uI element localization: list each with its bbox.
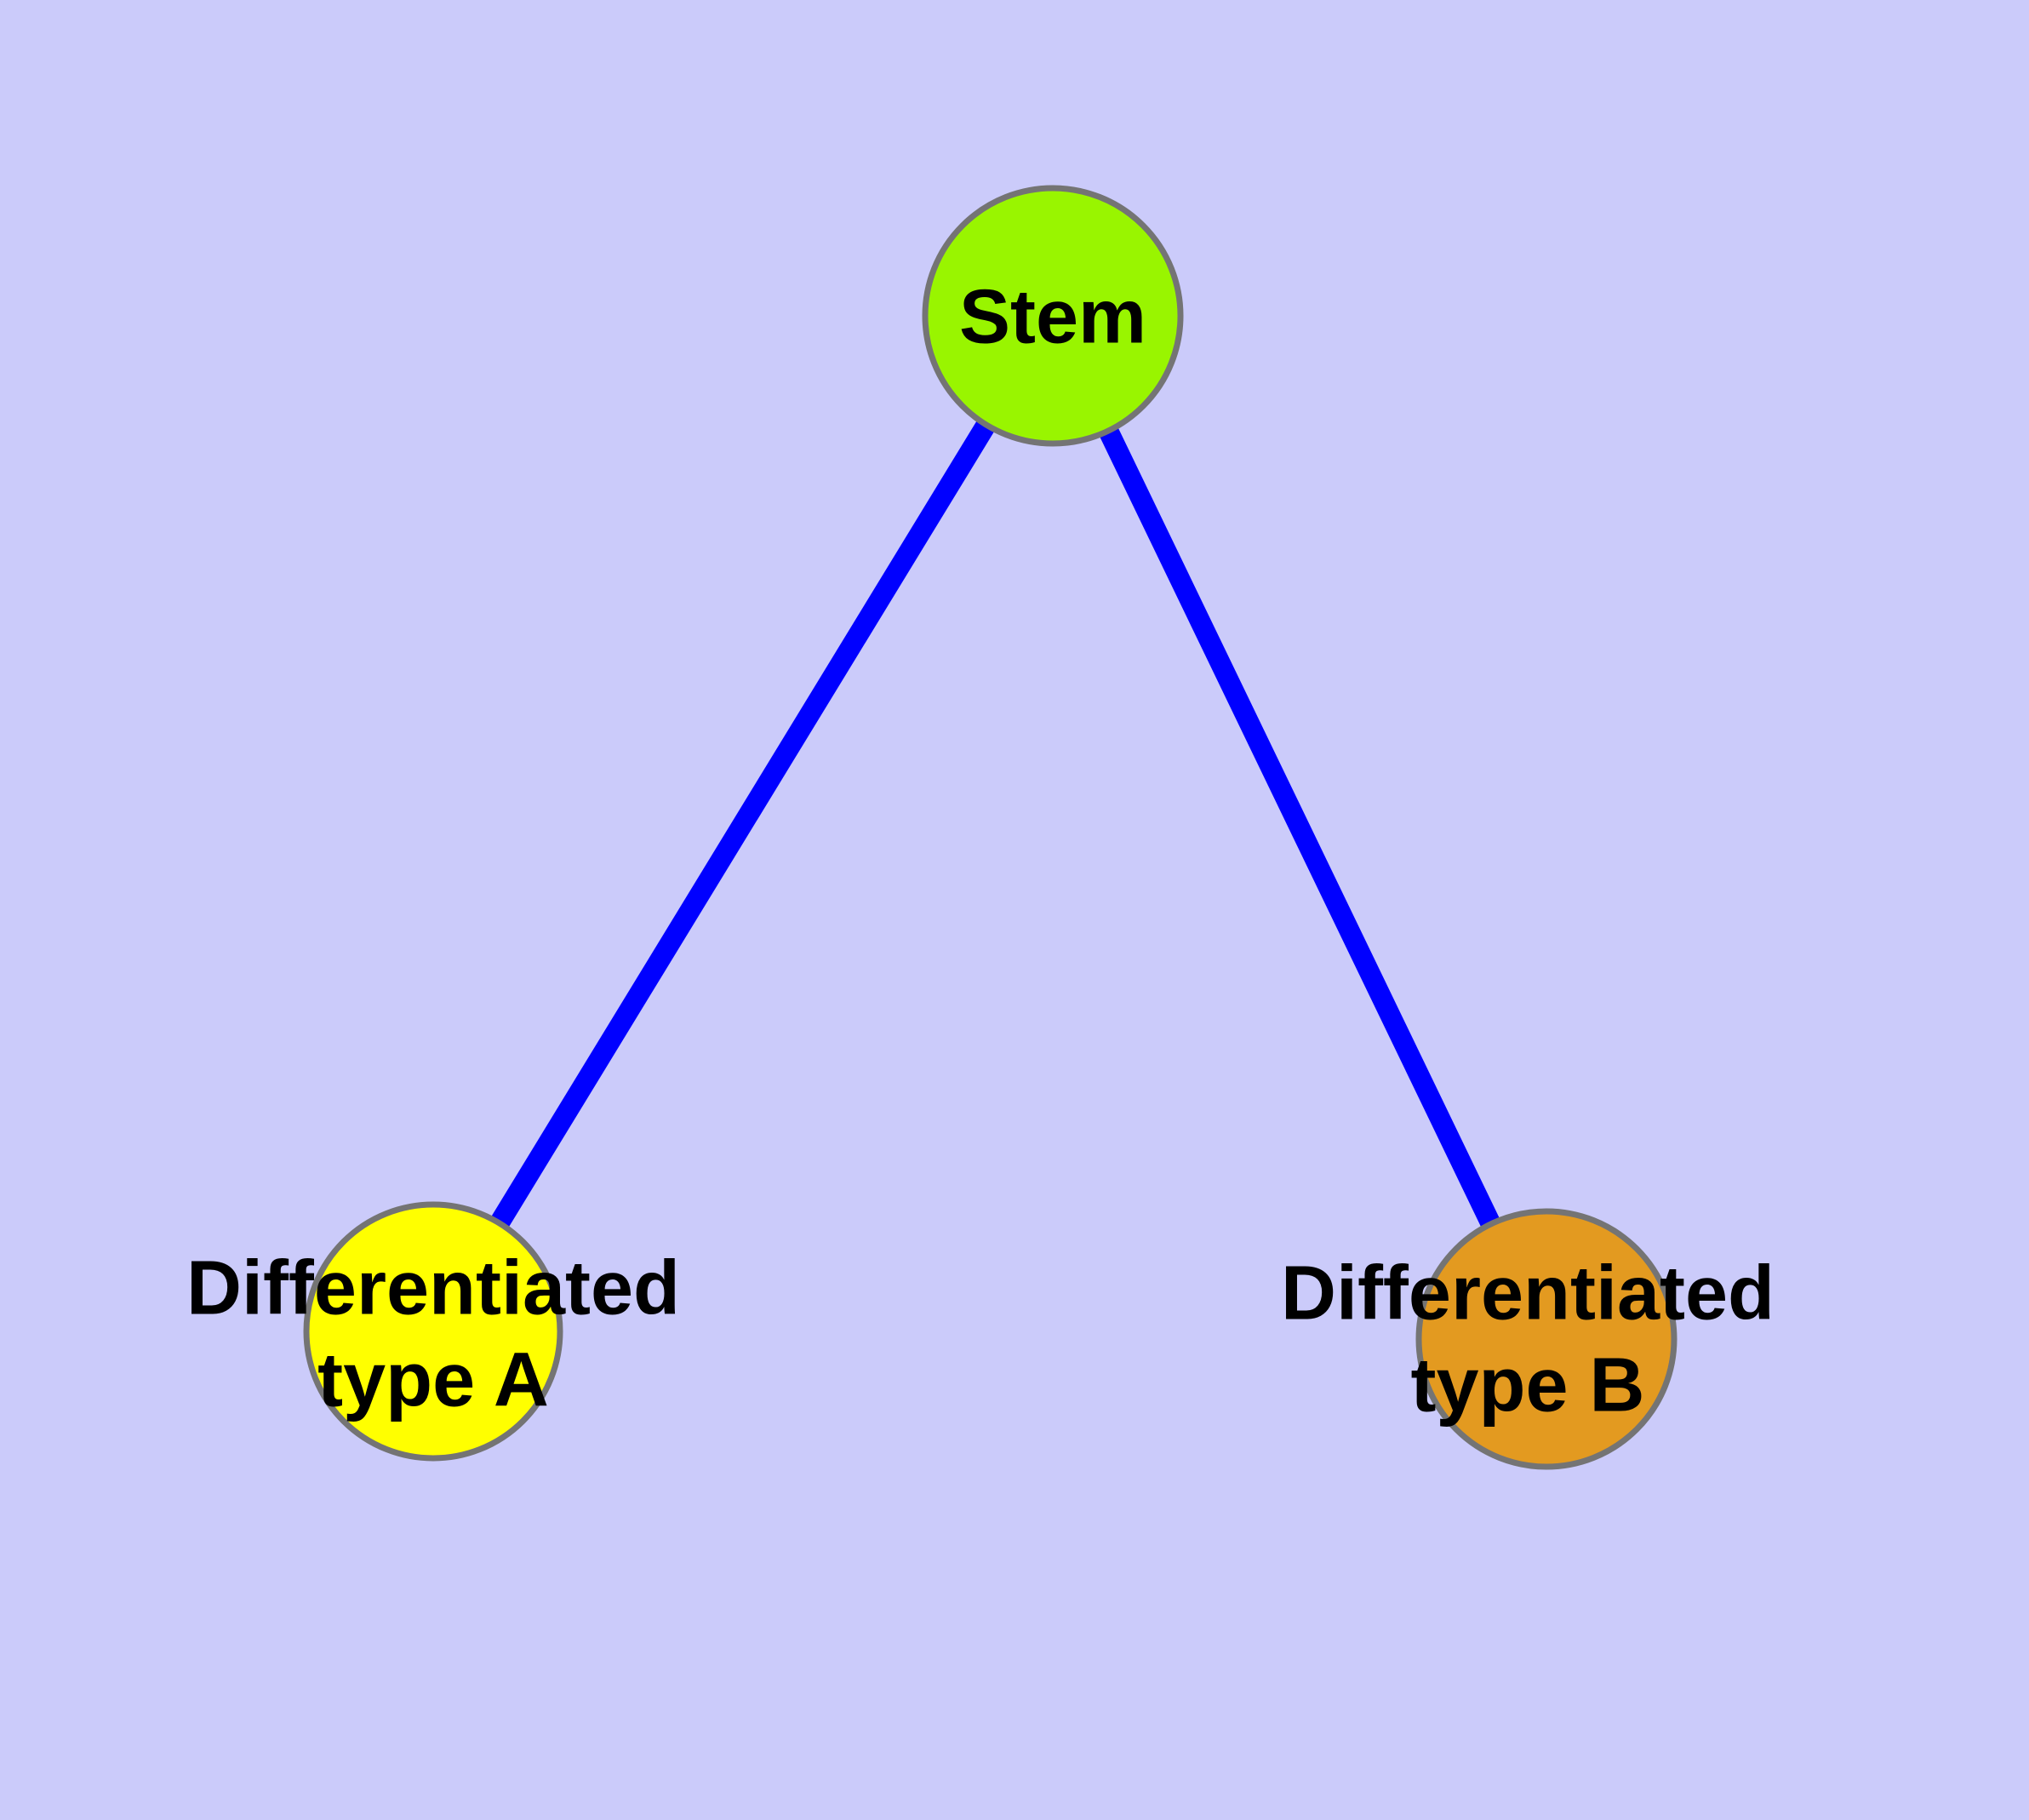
type-b-node-circle: [1415, 1208, 1677, 1470]
type-b-node-label-line2: type B: [1410, 1343, 1644, 1428]
type-a-node-label-line2: type A: [317, 1338, 549, 1423]
type-a-node-label-line1: Differentiated: [186, 1246, 680, 1331]
edge-stem-to-type-b: [1043, 311, 1556, 1344]
edge-stem-to-type-a: [424, 310, 1062, 1337]
type-b-node-label-line1: Differentiated: [1281, 1251, 1775, 1336]
stem-node-label: Stem: [959, 275, 1146, 360]
type-a-node-circle: [303, 1201, 563, 1462]
stem-node-circle: [922, 185, 1184, 447]
